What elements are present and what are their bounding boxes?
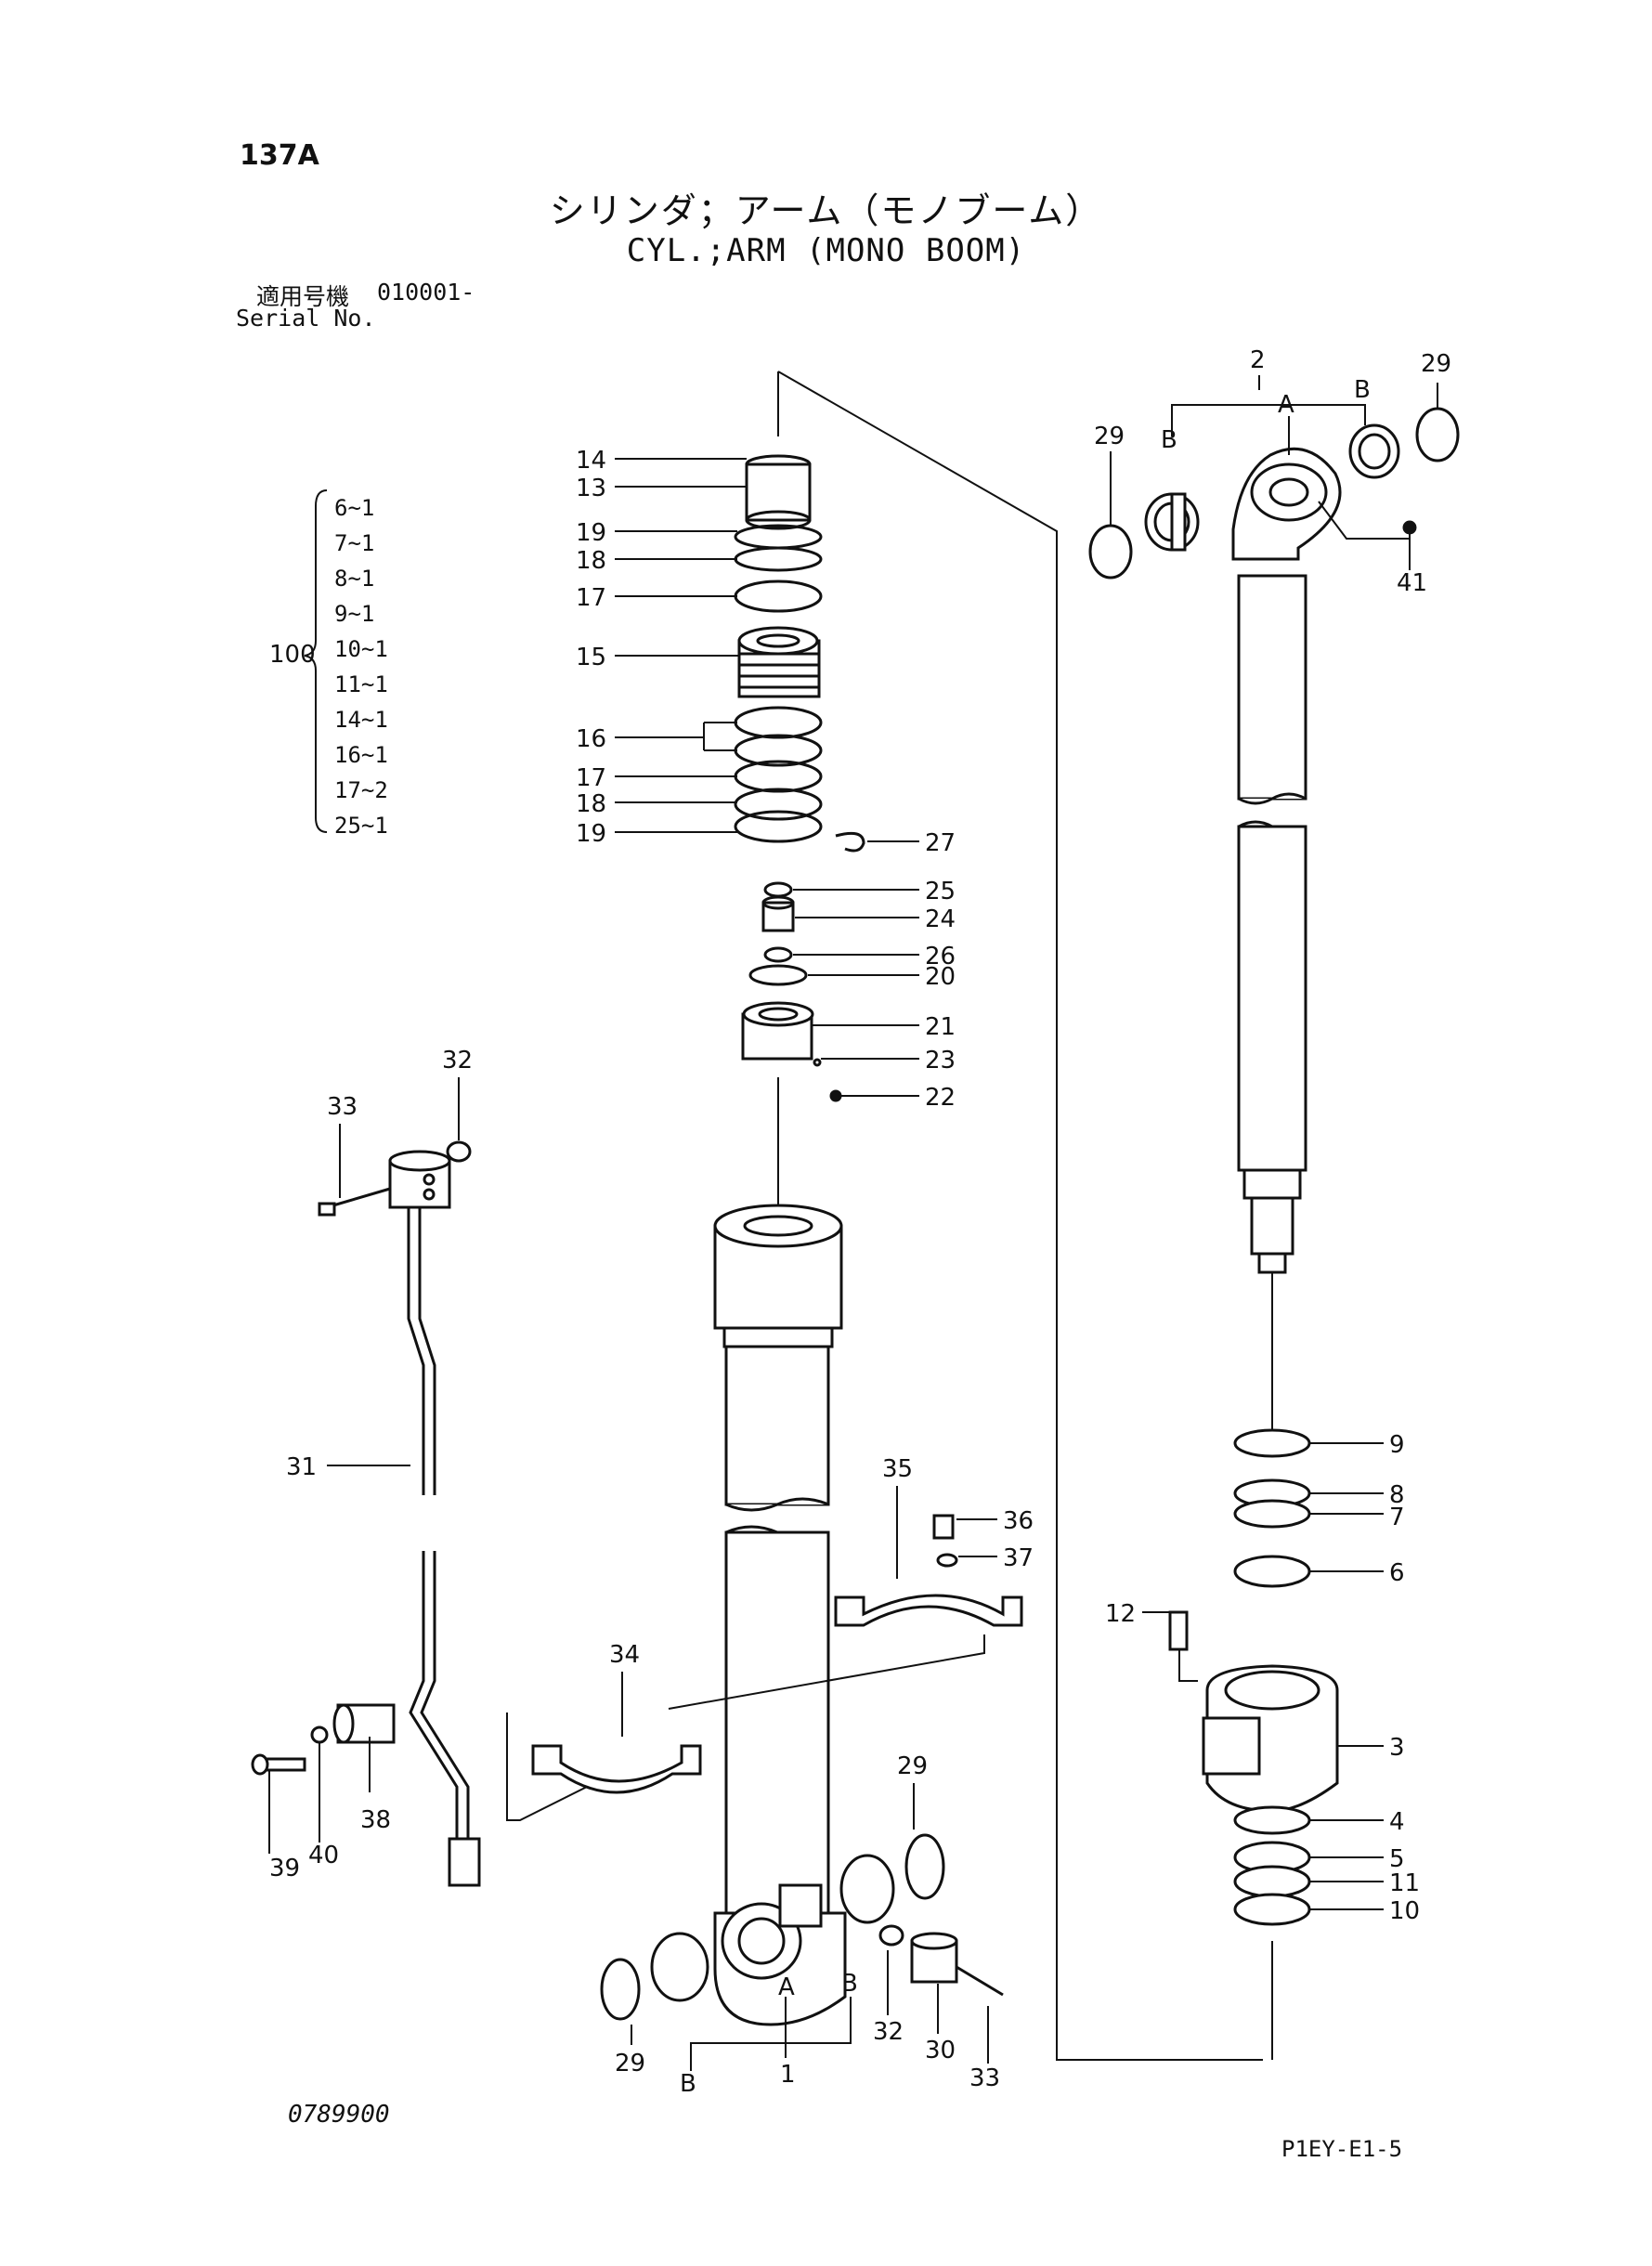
callout-35: 35: [882, 1455, 913, 1483]
callout-29-top-right: 29: [1421, 350, 1451, 378]
callout-12: 12: [1105, 1600, 1136, 1628]
callout-22: 22: [925, 1084, 956, 1112]
callout-23: 23: [925, 1047, 956, 1074]
callout-11: 11: [1389, 1869, 1420, 1897]
callout-29-top-left: 29: [1094, 423, 1125, 450]
callout-34: 34: [609, 1641, 640, 1669]
serial-label-japanese: 適用号機: [256, 283, 350, 310]
title-japanese: シリンダ；アーム（モノブーム）: [549, 190, 1103, 231]
callout-4: 4: [1389, 1808, 1405, 1836]
cylinder-tube: [713, 1077, 847, 2026]
callout-41: 41: [1397, 569, 1427, 597]
pipe-leaders: [268, 1077, 595, 1854]
callout-27: 27: [925, 829, 956, 857]
callout-32-bottom: 32: [873, 2018, 904, 2046]
kit-item: 17~2: [334, 777, 388, 803]
kit-item: 11~1: [334, 671, 388, 697]
callout-38: 38: [360, 1806, 391, 1834]
callout-31: 31: [286, 1453, 317, 1481]
document-number: 0789900: [288, 2101, 390, 2129]
drawing-id: P1EY-E1-5: [1281, 2136, 1403, 2162]
kit-item: 6~1: [334, 495, 375, 521]
callout-B-top-right: B: [1354, 376, 1371, 404]
callout-13: 13: [576, 475, 606, 502]
kit-item: 10~1: [334, 636, 388, 662]
callout-33-bottom: 33: [969, 2064, 1000, 2092]
kit-item: 16~1: [334, 742, 388, 768]
kit-item: 14~1: [334, 707, 388, 733]
callout-39: 39: [269, 1855, 300, 1882]
callout-B-bottom-right: B: [841, 1970, 858, 1998]
callout-26: 26: [925, 943, 956, 970]
callout-17: 17: [576, 584, 606, 612]
callout-B-bottom-left: B: [680, 2070, 696, 2098]
callout-16: 16: [576, 725, 606, 753]
callout-8: 8: [1389, 1481, 1405, 1509]
callout-25: 25: [925, 878, 956, 905]
callout-32-top: 32: [442, 1047, 473, 1074]
callout-10: 10: [1389, 1897, 1420, 1925]
callout-19b: 19: [576, 820, 606, 848]
callout-9: 9: [1389, 1431, 1405, 1459]
kit-item-list: 6~1 7~1 8~1 9~1 10~1 11~1 14~1 16~1 17~2…: [334, 490, 409, 843]
callout-18b: 18: [576, 790, 606, 818]
callout-24: 24: [925, 905, 956, 933]
stack-leaders: [615, 458, 919, 1097]
callout-5: 5: [1389, 1845, 1405, 1873]
rod-leaders: [1110, 375, 1438, 1910]
serial-label-english: Serial No.: [236, 305, 376, 332]
clamp-34: [531, 1744, 702, 1794]
callout-6: 6: [1389, 1559, 1405, 1587]
kit-item: 25~1: [334, 813, 388, 839]
kit-brace: [304, 489, 328, 833]
clamp-leaders: [621, 1486, 997, 1737]
callout-1: 1: [780, 2061, 796, 2089]
callout-37: 37: [1003, 1544, 1034, 1572]
piston-seal-stack: [734, 454, 865, 1102]
callout-19: 19: [576, 519, 606, 547]
callout-29-bottom-right: 29: [897, 1752, 928, 1780]
bottom-leaders: [631, 1783, 989, 2071]
assembly-boundary-line: [777, 371, 1263, 2061]
serial-value: 010001-: [377, 279, 475, 306]
callout-33-top: 33: [327, 1093, 358, 1121]
page-code: 137A: [240, 139, 319, 172]
callout-A-bottom: A: [778, 1973, 795, 2001]
callout-30: 30: [925, 2037, 956, 2064]
callout-20: 20: [925, 963, 956, 991]
piston-rod-assembly: [1088, 407, 1460, 2060]
callout-17b: 17: [576, 764, 606, 792]
title-english: CYL.;ARM (MONO BOOM): [626, 232, 1026, 269]
kit-item: 9~1: [334, 601, 375, 627]
callout-B-top-left: B: [1161, 426, 1177, 454]
callout-7: 7: [1389, 1504, 1405, 1531]
bottom-bushings: [600, 1833, 1004, 2021]
clamp-35: [834, 1514, 1023, 1627]
callout-29-bottom-left: 29: [615, 2050, 645, 2077]
callout-15: 15: [576, 644, 606, 671]
callout-21: 21: [925, 1013, 956, 1041]
callout-2: 2: [1250, 346, 1266, 374]
pipe-assembly: [251, 1140, 481, 1887]
callout-18: 18: [576, 547, 606, 575]
callout-40: 40: [308, 1842, 339, 1869]
callout-3: 3: [1389, 1734, 1405, 1762]
callout-14: 14: [576, 447, 606, 475]
kit-item: 7~1: [334, 530, 375, 556]
callout-A-top: A: [1278, 391, 1294, 419]
callout-36: 36: [1003, 1507, 1034, 1535]
kit-item: 8~1: [334, 566, 375, 592]
